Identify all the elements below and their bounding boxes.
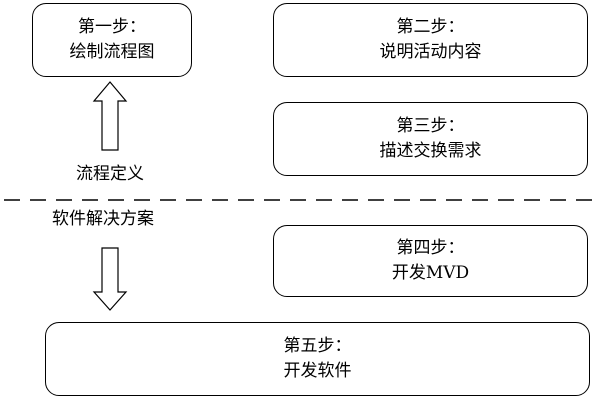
step-3-title: 第三步： xyxy=(396,116,465,136)
step-2-text: 说明活动内容 xyxy=(379,42,482,62)
step-5-box: 第五步： 开发软件 xyxy=(45,322,590,396)
step-5-text: 开发软件 xyxy=(283,361,352,381)
down-arrow-icon xyxy=(92,247,128,311)
software-solution-label: 软件解决方案 xyxy=(52,209,154,229)
step-1-text: 绘制流程图 xyxy=(69,42,155,62)
process-definition-label: 流程定义 xyxy=(76,164,144,184)
step-5-title: 第五步： xyxy=(283,336,352,356)
step-4-text: 开发MVD xyxy=(391,263,470,283)
step-1-title: 第一步： xyxy=(78,17,146,37)
up-arrow-icon xyxy=(92,81,128,151)
step-3-box: 第三步： 描述交换需求 xyxy=(273,102,588,176)
step-2-box: 第二步： 说明活动内容 xyxy=(273,3,588,77)
step-4-box: 第四步： 开发MVD xyxy=(273,225,588,297)
step-1-box: 第一步： 绘制流程图 xyxy=(32,3,192,77)
step-4-title: 第四步： xyxy=(396,238,465,258)
step-3-text: 描述交换需求 xyxy=(379,141,482,161)
step-2-title: 第二步： xyxy=(396,17,465,37)
